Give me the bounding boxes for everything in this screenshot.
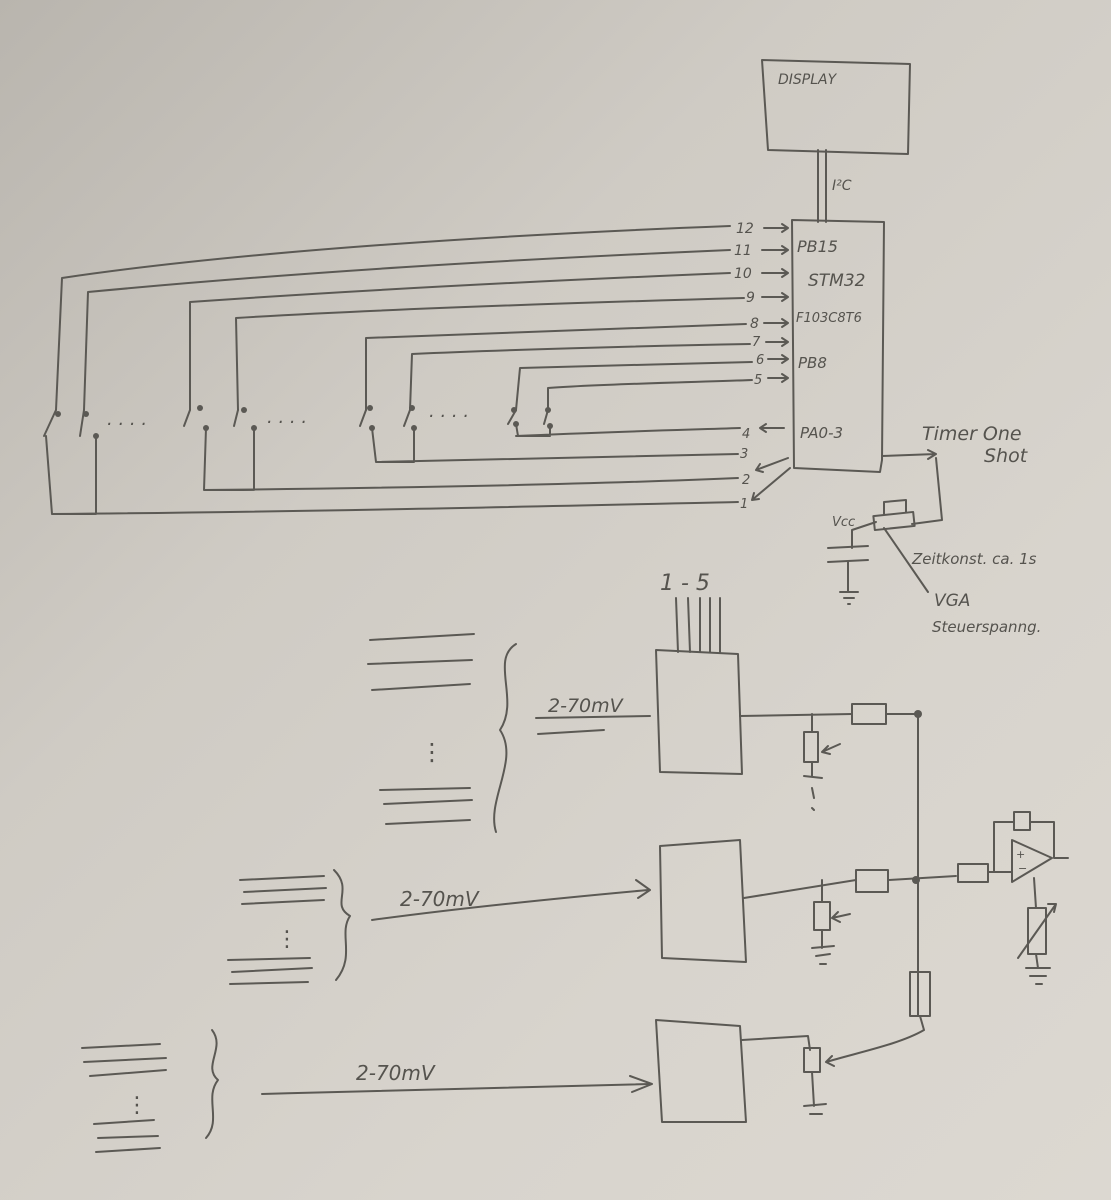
- mcu-line-4: PB8: [798, 354, 827, 372]
- mcu-line-1: PB15: [797, 237, 838, 256]
- svg-text:· · · ·: · · · ·: [428, 406, 468, 427]
- inputs-label: 1 - 5: [660, 571, 710, 596]
- timer-label-1: Timer One: [922, 423, 1022, 445]
- display-block: DISPLAY: [761, 59, 911, 155]
- pin-4: 4: [742, 427, 750, 442]
- display-label: DISPLAY: [778, 72, 838, 88]
- i2c-bus: I²C: [817, 149, 852, 223]
- pin-12: 12: [736, 221, 754, 237]
- svg-text:+: +: [1016, 848, 1025, 861]
- pin-2: 2: [742, 473, 750, 488]
- pin-1: 1: [740, 497, 748, 512]
- svg-text:· · · ·: · · · ·: [266, 412, 306, 433]
- dots-2: ⋮: [276, 927, 298, 952]
- pin-8: 8: [750, 316, 759, 332]
- mcu-line-5: PA0-3: [800, 424, 843, 442]
- channel-1: 1 - 5 ⋮ 2-70mV: [367, 571, 922, 1017]
- vga-note-1: VGA: [934, 591, 970, 611]
- vga-note-2: Steuerspanng.: [932, 618, 1041, 636]
- channel-3: ⋮ 2-70mV: [81, 1015, 925, 1153]
- i2c-label: I²C: [832, 178, 852, 194]
- pin-9: 9: [746, 290, 755, 306]
- timer-section: Timer One Shot Vcc Zeitkonst. ca. 1s VGA…: [827, 423, 1041, 636]
- dots-1: ⋮: [420, 738, 444, 766]
- signal-label-2: 2-70mV: [400, 887, 480, 911]
- svg-text:−: −: [1018, 862, 1027, 875]
- key-matrix: · · · · · · · · · · · ·: [43, 225, 753, 515]
- mcu-pins: 12 11 10 9 8 7 6 5 4 3 2 1: [734, 221, 791, 512]
- pin-3: 3: [740, 447, 748, 462]
- mcu-block: PB15 STM32 F103C8T6 PB8 PA0-3: [791, 219, 885, 473]
- mcu-line-2: STM32: [808, 271, 865, 291]
- timing-note: Zeitkonst. ca. 1s: [911, 550, 1037, 568]
- pin-10: 10: [734, 266, 752, 282]
- timer-label-2: Shot: [984, 445, 1029, 467]
- vcc-label: Vcc: [832, 515, 855, 530]
- svg-text:· · · ·: · · · ·: [106, 414, 146, 435]
- pin-7: 7: [752, 335, 761, 350]
- pin-6: 6: [756, 353, 764, 368]
- pin-5: 5: [754, 373, 762, 388]
- dots-3: ⋮: [126, 1093, 148, 1118]
- signal-label-1: 2-70mV: [548, 695, 625, 717]
- summing-amp: + −: [957, 811, 1069, 985]
- pin-11: 11: [734, 243, 752, 259]
- mcu-line-3: F103C8T6: [796, 311, 862, 326]
- channel-2: ⋮ 2-70mV: [227, 839, 957, 1017]
- signal-label-3: 2-70mV: [356, 1061, 436, 1085]
